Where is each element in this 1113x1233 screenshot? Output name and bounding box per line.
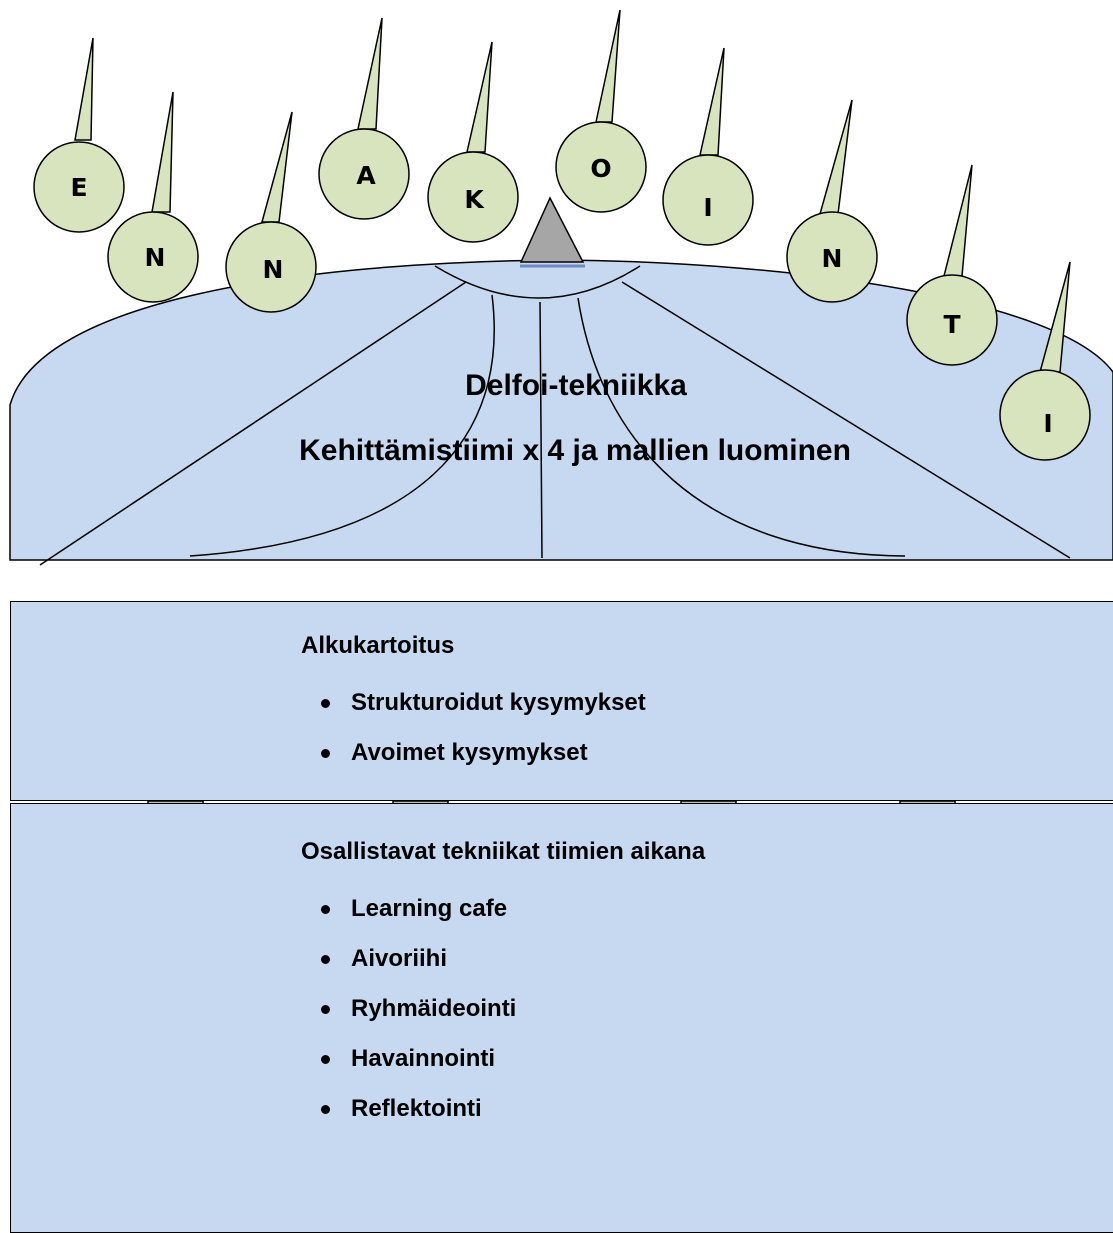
list-item: Reflektointi	[301, 1084, 516, 1134]
balloon-i: I	[663, 48, 753, 245]
balloon-letter: N	[145, 243, 166, 272]
osallistavat-box: Osallistavat tekniikat tiimien aikana Le…	[10, 803, 1113, 1233]
alkukartoitus-list: Strukturoidut kysymykset Avoimet kysymyk…	[301, 678, 646, 778]
dome-title: Delfoi-tekniikka	[465, 369, 687, 402]
balloon-letter: I	[703, 193, 712, 222]
balloon-n: N	[226, 112, 316, 312]
balloon-e: E	[34, 38, 124, 232]
list-item: Aivoriihi	[301, 934, 516, 984]
triangle-marker	[521, 198, 583, 262]
balloon-letter: K	[464, 185, 485, 214]
balloon-k: K	[428, 42, 518, 242]
balloon-letter: T	[943, 310, 960, 339]
list-item: Havainnointi	[301, 1034, 516, 1084]
list-item: Avoimet kysymykset	[301, 728, 646, 778]
dome-subtitle: Kehittämistiimi x 4 ja mallien luominen	[299, 434, 851, 467]
alkukartoitus-box: Alkukartoitus Strukturoidut kysymykset A…	[10, 601, 1113, 801]
alkukartoitus-heading: Alkukartoitus	[301, 632, 454, 660]
osallistavat-list: Learning cafe Aivoriihi Ryhmäideointi Ha…	[301, 884, 516, 1134]
osallistavat-heading: Osallistavat tekniikat tiimien aikana	[301, 838, 705, 866]
balloon-o: O	[556, 10, 646, 212]
balloon-t: T	[907, 165, 997, 365]
list-item: Ryhmäideointi	[301, 984, 516, 1034]
balloon-n: N	[787, 100, 877, 302]
balloon-letter: A	[356, 161, 376, 190]
list-item: Learning cafe	[301, 884, 516, 934]
balloon-a: A	[319, 18, 409, 219]
balloon-letter: I	[1043, 409, 1052, 438]
balloon-letter: E	[70, 173, 87, 202]
balloon-letter: N	[263, 255, 284, 284]
balloon-letter: O	[590, 154, 611, 183]
balloon-letter: N	[822, 244, 843, 273]
list-item: Strukturoidut kysymykset	[301, 678, 646, 728]
